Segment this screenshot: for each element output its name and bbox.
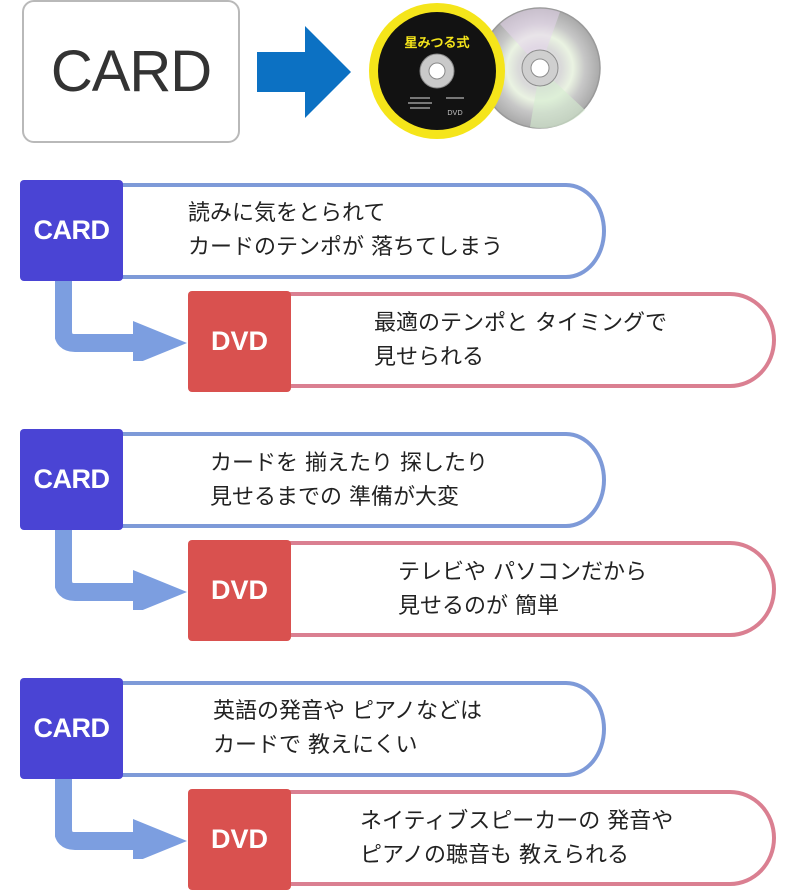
dvd-label-text-3: DVD: [210, 824, 268, 854]
card-text-3-line-1: 英語の発音や ピアノなどは: [213, 699, 483, 724]
elbow-arrow-icon: [55, 779, 187, 859]
elbow-arrow-icon: [55, 281, 187, 361]
card-text-2: カードを 揃えたり 探したり 見せるまでの 準備が大変: [210, 447, 488, 515]
header-card-box: CARD: [22, 0, 240, 143]
card-bubble-2: [112, 432, 606, 528]
dvd-text-3: ネイティブスピーカーの 発音や ピアノの聴音も 教えられる: [360, 805, 673, 873]
disc-title: 星みつる式: [404, 35, 469, 51]
card-label-text-3: CARD: [33, 713, 111, 743]
dvd-label-text-1: DVD: [210, 326, 268, 356]
card-bubble-3: [112, 681, 606, 777]
card-text-1-line-2: カードのテンポが 落ちてしまう: [188, 235, 503, 260]
dvd-label-text-2: DVD: [210, 575, 268, 605]
dvd-bubble-1: [280, 292, 776, 388]
dvd-text-1: 最適のテンポと タイミングで 見せられる: [374, 307, 667, 375]
dvd-text-2-line-1: テレビや パソコンだから: [398, 560, 647, 585]
silver-disc-icon: [479, 7, 601, 129]
dvd-bubble-3: [280, 790, 776, 886]
header-card-label: CARD: [50, 39, 212, 104]
dvd-text-3-line-2: ピアノの聴音も 教えられる: [360, 843, 630, 868]
dvd-text-2: テレビや パソコンだから 見せるのが 簡単: [398, 556, 647, 624]
disc-small-label: DVD: [447, 109, 462, 117]
card-label-1: CARD: [20, 180, 123, 281]
card-text-3: 英語の発音や ピアノなどは カードで 教えにくい: [213, 695, 482, 763]
dvd-disc-icon: 星みつる式 DVD: [369, 3, 505, 139]
card-text-2-line-2: 見せるまでの 準備が大変: [210, 485, 459, 510]
dvd-text-1-line-2: 見せられる: [374, 345, 485, 370]
card-label-2: CARD: [20, 429, 123, 530]
dvd-disc-group: 星みつる式 DVD: [369, 3, 601, 139]
dvd-text-2-line-2: 見せるのが 簡単: [398, 594, 559, 619]
card-label-text-1: CARD: [33, 215, 111, 245]
card-label-text-2: CARD: [33, 464, 111, 494]
dvd-label-1: DVD: [188, 291, 291, 392]
card-text-1: 読みに気をとられて カードのテンポが 落ちてしまう: [188, 197, 503, 265]
card-text-1-line-1: 読みに気をとられて: [188, 201, 386, 226]
card-text-2-line-1: カードを 揃えたり 探したり: [210, 451, 488, 476]
elbow-arrow-icon: [55, 530, 187, 610]
dvd-bubble-2: [280, 541, 776, 637]
card-bubble-1: [112, 183, 606, 279]
card-label-3: CARD: [20, 678, 123, 779]
dvd-label-2: DVD: [188, 540, 291, 641]
card-text-3-line-2: カードで 教えにくい: [213, 733, 418, 758]
dvd-text-3-line-1: ネイティブスピーカーの 発音や: [360, 809, 674, 834]
dvd-label-3: DVD: [188, 789, 291, 890]
dvd-text-1-line-1: 最適のテンポと タイミングで: [374, 311, 667, 336]
right-arrow-icon: [257, 26, 351, 118]
